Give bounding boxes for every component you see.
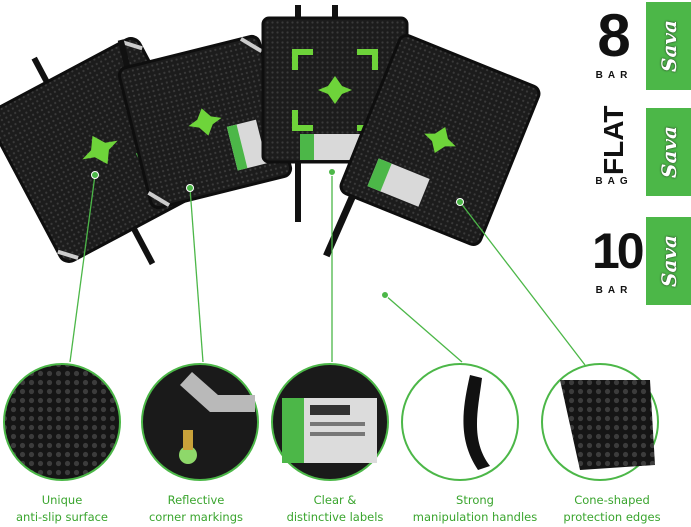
flat-bag-2 bbox=[117, 34, 293, 210]
detail-handle bbox=[401, 363, 519, 481]
detail-reflective-corner bbox=[141, 363, 259, 481]
detail-protection-edge bbox=[541, 363, 659, 481]
flat-bag-4 bbox=[323, 34, 541, 258]
pointer-lines bbox=[69, 172, 586, 366]
detail-anti-slip bbox=[3, 363, 121, 481]
caption-labels: Clear &distinctive labels bbox=[286, 493, 384, 524]
sava-logo: Sava bbox=[646, 2, 691, 90]
badge-10-bar: 10 BAR Sava bbox=[592, 217, 691, 307]
sava-logo: Sava bbox=[646, 108, 691, 196]
badge-8-bar: 8 BAR Sava bbox=[592, 2, 691, 92]
badge-flat-bag: FLAT BAG Sava bbox=[592, 106, 691, 198]
center-mark-icon bbox=[82, 135, 118, 165]
detail-label bbox=[271, 363, 389, 481]
sava-logo: Sava bbox=[646, 217, 691, 305]
